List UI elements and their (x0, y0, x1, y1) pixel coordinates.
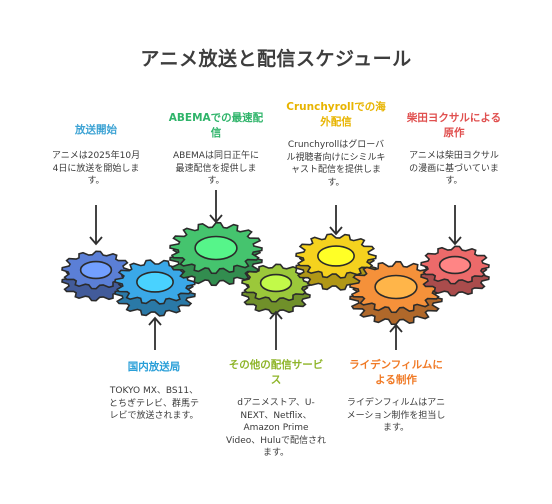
desc-broadcast-start: アニメは2025年10月4日に放送を開始します。 (51, 151, 141, 186)
arrow-other-streaming (269, 310, 283, 350)
label-broadcast-start: 放送開始 (75, 124, 117, 136)
label-other-streaming: その他の配信サービス (228, 359, 324, 386)
desc-original-work: アニメは柴田ヨクサルの漫画に基づいています。 (409, 151, 499, 186)
gear-red (420, 245, 490, 297)
gear-dark-blue (61, 250, 131, 302)
gear-orange (349, 260, 443, 326)
arrow-domestic (148, 316, 162, 350)
page-title: アニメ放送と配信スケジュール (140, 48, 412, 70)
label-abema: ABEMAでの最速配信 (168, 112, 264, 139)
label-domestic-broadcast: 国内放送局 (127, 361, 181, 373)
desc-other-streaming: dアニメストア、U-NEXT、Netflix、Amazon Prime Vide… (226, 398, 326, 458)
gear-green (169, 221, 263, 287)
desc-production: ライデンフィルムはアニメーション制作を担当します。 (346, 398, 446, 433)
gear-lime (241, 263, 311, 315)
label-crunchyroll: Crunchyrollでの海外配信 (286, 101, 386, 128)
desc-domestic-broadcast: TOKYO MX、BS11、とちぎテレビ、群馬テレビで放送されます。 (108, 386, 199, 421)
arrow-original-work (448, 205, 462, 246)
arrow-broadcast-start (89, 205, 103, 246)
arrow-production (389, 323, 403, 350)
label-production: ライデンフィルムによる制作 (349, 359, 443, 386)
label-original-work: 柴田ヨクサルによる原作 (406, 112, 502, 139)
desc-crunchyroll: Crunchyrollはグローバル視聴者向けにシミルキャスト配信を提供します。 (286, 140, 386, 188)
gear-blue (114, 259, 196, 317)
desc-abema: ABEMAは同日正午に最速配信を提供します。 (173, 151, 259, 186)
arrow-crunchyroll (329, 205, 343, 236)
arrow-abema (209, 190, 223, 224)
